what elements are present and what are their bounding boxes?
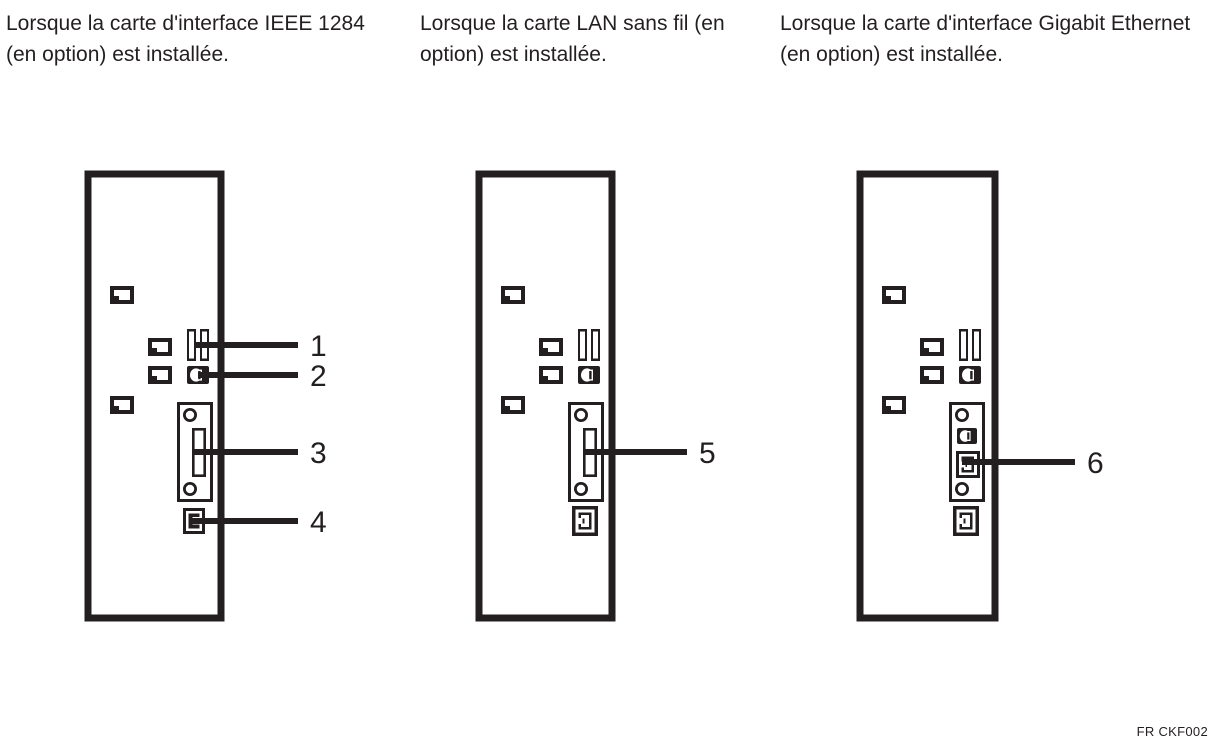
usb-device-port (959, 366, 981, 384)
gigabit-ethernet-port (956, 451, 980, 478)
standoff-plate (539, 366, 563, 384)
standoff-plate (920, 338, 944, 356)
usb-host-ports (187, 329, 209, 361)
ethernet-port (572, 506, 598, 536)
wireless-lan-card-slot (568, 402, 604, 502)
standoff-plate (920, 366, 944, 384)
panel-caption-gigabit-ethernet: Lorsque la carte d'interface Gigabit Eth… (780, 12, 1191, 66)
gigabit-ethernet-bracket (949, 402, 985, 502)
panel-wireless-lan (475, 170, 687, 622)
callout-number-4: 4 (310, 506, 327, 539)
usb-device-port (187, 366, 209, 384)
standoff-plate (501, 286, 525, 304)
callout-number-6: 6 (1087, 447, 1104, 480)
usb-host-ports (959, 329, 981, 361)
ieee1284-parallel-port (177, 402, 213, 502)
standoff-plate (501, 396, 525, 414)
standoff-plate (110, 396, 134, 414)
ethernet-port (953, 506, 979, 536)
standoff-plate (110, 286, 134, 304)
figure-reference-code: FR CKF002 (1136, 724, 1208, 739)
standoff-plate (882, 396, 906, 414)
callout-number-5: 5 (699, 437, 716, 470)
small-rect-port (183, 508, 205, 534)
usb-host-ports (578, 329, 600, 361)
panel-caption-ieee1284: Lorsque la carte d'interface IEEE 1284 (… (6, 12, 365, 66)
panel-gigabit-ethernet (856, 170, 1075, 622)
standoff-plate (148, 366, 172, 384)
callout-number-1: 1 (310, 330, 327, 363)
standoff-plate (882, 286, 906, 304)
callout-number-3: 3 (310, 437, 327, 470)
aux-round-port (957, 428, 977, 444)
panel-caption-wireless-lan: Lorsque la carte LAN sans fil (en option… (420, 12, 725, 66)
panel-ieee1284 (84, 170, 298, 622)
usb-device-port (578, 366, 600, 384)
standoff-plate (539, 338, 563, 356)
callout-number-2: 2 (310, 360, 327, 393)
standoff-plate (148, 338, 172, 356)
